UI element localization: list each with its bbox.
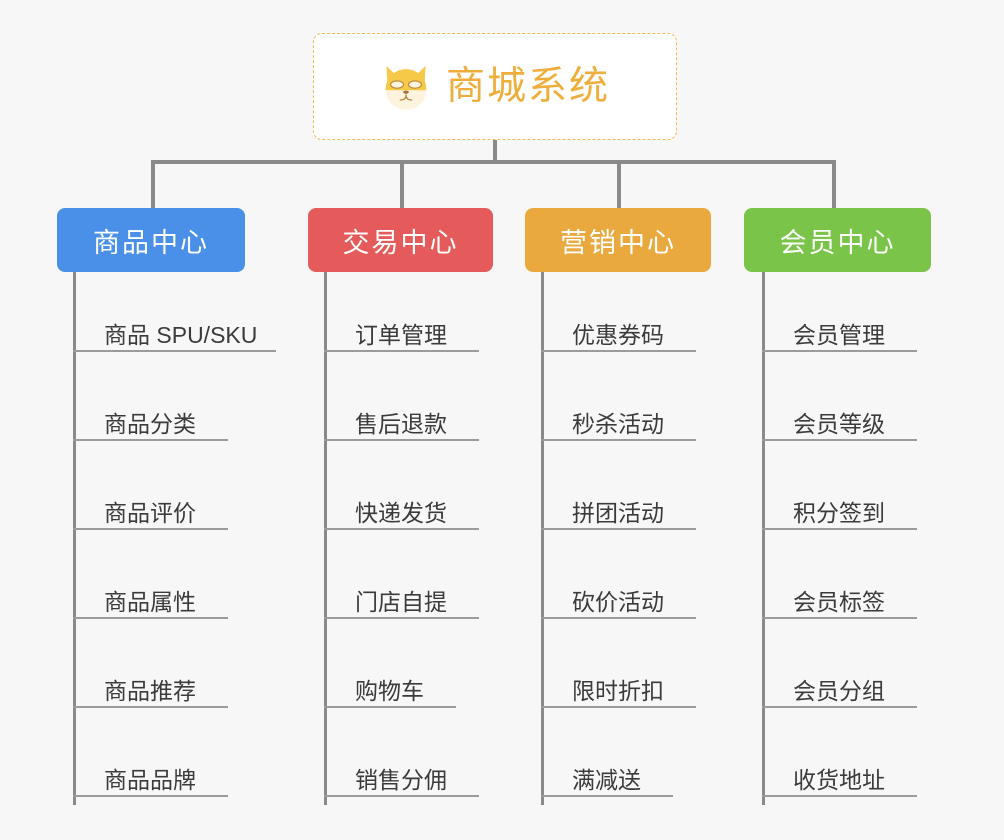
branch-header-label: 会员中心: [779, 227, 896, 258]
root-node[interactable]: 商城系统: [313, 33, 677, 140]
leaf-label: 优惠券码: [572, 321, 664, 348]
leaf-item[interactable]: 商品属性: [73, 567, 228, 619]
leaf-label: 限时折扣: [572, 677, 664, 704]
leaf-item[interactable]: 会员等级: [762, 389, 917, 441]
leaf-item[interactable]: 会员管理: [762, 300, 917, 352]
branch-header-label: 营销中心: [560, 227, 676, 258]
leaf-label: 满减送: [572, 766, 641, 793]
leaf-item[interactable]: 优惠券码: [541, 300, 696, 352]
leaf-item[interactable]: 门店自提: [324, 567, 479, 619]
leaf-item[interactable]: 商品 SPU/SKU: [73, 300, 276, 352]
shiba-dog-face-icon: [385, 65, 427, 110]
branch-spine-trade-center: [324, 272, 327, 805]
leaf-label: 购物车: [355, 677, 424, 704]
branch-header-product-center[interactable]: 商品中心: [57, 208, 245, 272]
leaf-label: 快递发货: [355, 499, 447, 526]
leaf-item[interactable]: 会员标签: [762, 567, 917, 619]
leaf-label: 秒杀活动: [572, 410, 664, 437]
branch-spine-member-center: [762, 272, 765, 805]
leaf-label: 订单管理: [355, 321, 447, 348]
leaf-label: 砍价活动: [572, 588, 664, 615]
branch-spine-marketing-center: [541, 272, 544, 805]
leaf-label: 收货地址: [793, 766, 885, 793]
leaf-label: 商品推荐: [104, 677, 196, 704]
leaf-item[interactable]: 快递发货: [324, 478, 479, 530]
leaf-item[interactable]: 订单管理: [324, 300, 479, 352]
leaf-label: 商品品牌: [104, 766, 196, 793]
leaf-item[interactable]: 砍价活动: [541, 567, 696, 619]
branch-bus-connector: [151, 160, 836, 164]
branch-drop-connector-3: [617, 160, 621, 210]
leaf-label: 销售分佣: [355, 766, 447, 793]
branch-header-member-center[interactable]: 会员中心: [744, 208, 931, 272]
branch-drop-connector-4: [832, 160, 836, 210]
branch-header-marketing-center[interactable]: 营销中心: [525, 208, 711, 272]
leaf-label: 门店自提: [355, 588, 447, 615]
leaf-label: 会员标签: [793, 588, 885, 615]
leaf-item[interactable]: 商品品牌: [73, 745, 228, 797]
leaf-label: 商品 SPU/SKU: [104, 321, 258, 348]
leaf-item[interactable]: 销售分佣: [324, 745, 479, 797]
branch-drop-connector-1: [151, 160, 155, 210]
leaf-label: 商品属性: [104, 588, 196, 615]
leaf-label: 售后退款: [355, 410, 447, 437]
leaf-item[interactable]: 购物车: [324, 656, 456, 708]
leaf-item[interactable]: 拼团活动: [541, 478, 696, 530]
leaf-item[interactable]: 秒杀活动: [541, 389, 696, 441]
branch-spine-product-center: [73, 272, 76, 805]
leaf-label: 会员分组: [793, 677, 885, 704]
leaf-item[interactable]: 商品评价: [73, 478, 228, 530]
leaf-item[interactable]: 会员分组: [762, 656, 917, 708]
leaf-label: 会员等级: [793, 410, 885, 437]
root-stem-connector: [493, 140, 497, 162]
root-title: 商城系统: [445, 65, 610, 108]
leaf-item[interactable]: 满减送: [541, 745, 673, 797]
leaf-label: 积分签到: [793, 499, 885, 526]
leaf-label: 商品评价: [104, 499, 196, 526]
leaf-item[interactable]: 收货地址: [762, 745, 917, 797]
leaf-item[interactable]: 售后退款: [324, 389, 479, 441]
leaf-item[interactable]: 商品推荐: [73, 656, 228, 708]
leaf-label: 会员管理: [793, 321, 885, 348]
branch-header-label: 商品中心: [93, 227, 209, 258]
leaf-label: 拼团活动: [572, 499, 664, 526]
leaf-label: 商品分类: [104, 410, 196, 437]
leaf-item[interactable]: 商品分类: [73, 389, 228, 441]
leaf-item[interactable]: 限时折扣: [541, 656, 696, 708]
branch-drop-connector-2: [400, 160, 404, 210]
branch-header-trade-center[interactable]: 交易中心: [308, 208, 493, 272]
branch-header-label: 交易中心: [342, 227, 459, 258]
leaf-item[interactable]: 积分签到: [762, 478, 917, 530]
